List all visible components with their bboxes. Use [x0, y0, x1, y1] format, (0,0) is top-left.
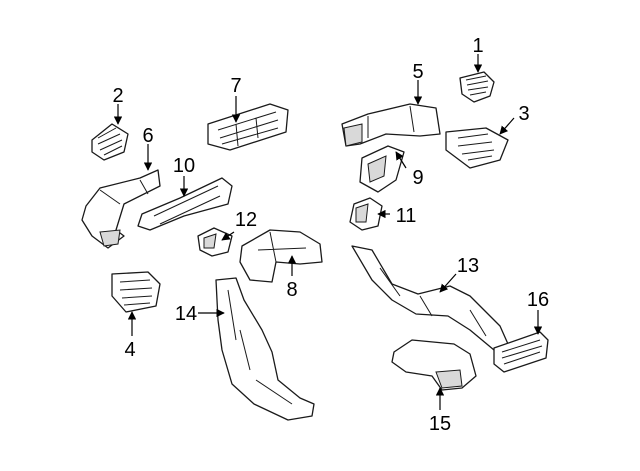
- callout-label-4: 4: [124, 339, 135, 361]
- part-12-adaptor: [197, 227, 233, 257]
- callout-label-1: 1: [472, 35, 483, 57]
- callout-label-15: 15: [429, 413, 451, 435]
- part-11-duct-piece: [349, 197, 383, 231]
- callout-label-6: 6: [142, 125, 153, 147]
- callout-line-9: [395, 151, 407, 169]
- part-13-duct: [351, 245, 509, 351]
- part-9-bracket: [359, 145, 405, 193]
- part-2-vent-grille: [91, 123, 129, 161]
- callout-label-9: 9: [412, 167, 423, 189]
- callout-label-14: 14: [175, 303, 197, 325]
- part-6-duct: [81, 169, 161, 249]
- callout-label-16: 16: [527, 289, 549, 311]
- part-14-duct: [215, 277, 315, 421]
- part-4-side-vent: [111, 271, 161, 313]
- part-15-duct: [391, 339, 477, 391]
- callout-label-8: 8: [286, 279, 297, 301]
- callout-line-13: [439, 273, 457, 293]
- callout-label-11: 11: [396, 205, 417, 227]
- callout-label-3: 3: [518, 103, 529, 125]
- callout-label-2: 2: [112, 85, 123, 107]
- callout-label-10: 10: [173, 155, 195, 177]
- part-5-duct: [341, 103, 441, 147]
- part-7-center-vent: [207, 103, 289, 151]
- callout-label-12: 12: [235, 209, 257, 231]
- part-1-vent-grille: [459, 71, 495, 103]
- callout-line-12: [221, 231, 235, 241]
- callout-label-7: 7: [230, 75, 241, 97]
- part-8-duct: [239, 229, 323, 283]
- callout-line-3: [499, 117, 515, 135]
- part-10-duct: [137, 177, 233, 231]
- callout-label-13: 13: [457, 255, 479, 277]
- callout-label-5: 5: [412, 61, 423, 83]
- part-3-side-vent: [445, 127, 509, 169]
